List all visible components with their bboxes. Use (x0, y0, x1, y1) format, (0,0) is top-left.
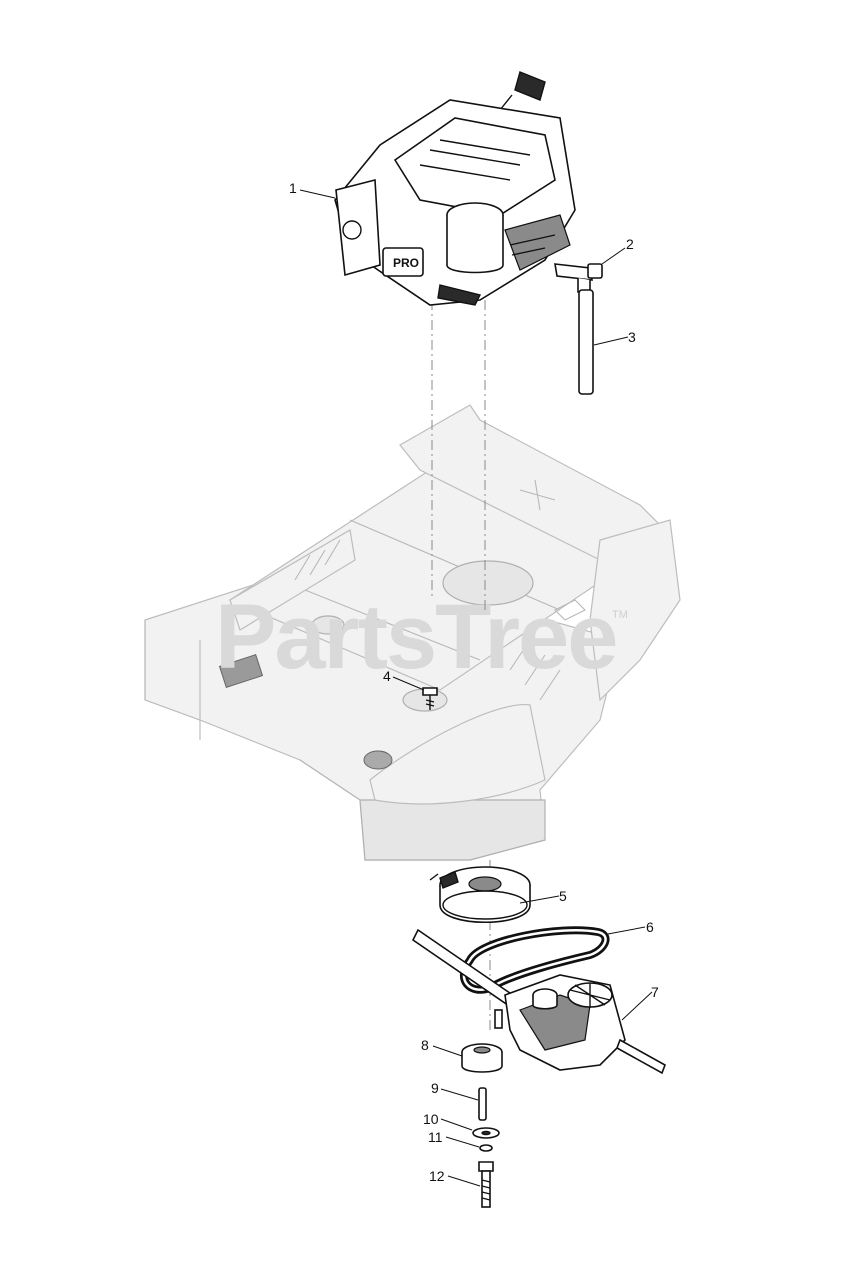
callout-9: 9 (431, 1080, 439, 1096)
callout-12: 12 (429, 1168, 445, 1184)
callout-4: 4 (383, 668, 391, 684)
callout-numbers: 1 2 3 4 5 6 7 8 9 10 11 12 (289, 180, 659, 1184)
transaxle (411, 928, 666, 1075)
callout-2: 2 (626, 236, 634, 252)
washer (472, 1127, 500, 1139)
callout-7: 7 (651, 984, 659, 1000)
engine-badge: PRO (393, 256, 419, 270)
watermark-trademark: TM (612, 609, 628, 621)
callout-1: 1 (289, 180, 297, 196)
callout-8: 8 (421, 1037, 429, 1053)
pulley (461, 1043, 503, 1073)
leader-lines (299, 189, 653, 1187)
pto-clutch (429, 866, 531, 924)
belt (460, 926, 610, 994)
frame-bolt (422, 687, 438, 710)
engine: PRO (334, 71, 576, 306)
key (478, 1087, 487, 1121)
callout-11: 11 (428, 1129, 443, 1145)
callout-3: 3 (628, 329, 636, 345)
fitting (554, 263, 603, 293)
watermark-text: PartsTree (215, 586, 616, 688)
callout-10: 10 (423, 1111, 439, 1127)
lock-washer (479, 1144, 493, 1152)
mower-frame (144, 404, 681, 861)
clutch-bolt (478, 1161, 494, 1208)
callout-5: 5 (559, 888, 567, 904)
callout-6: 6 (646, 919, 654, 935)
watermark: PartsTree TM (215, 586, 628, 688)
hose (578, 289, 594, 395)
